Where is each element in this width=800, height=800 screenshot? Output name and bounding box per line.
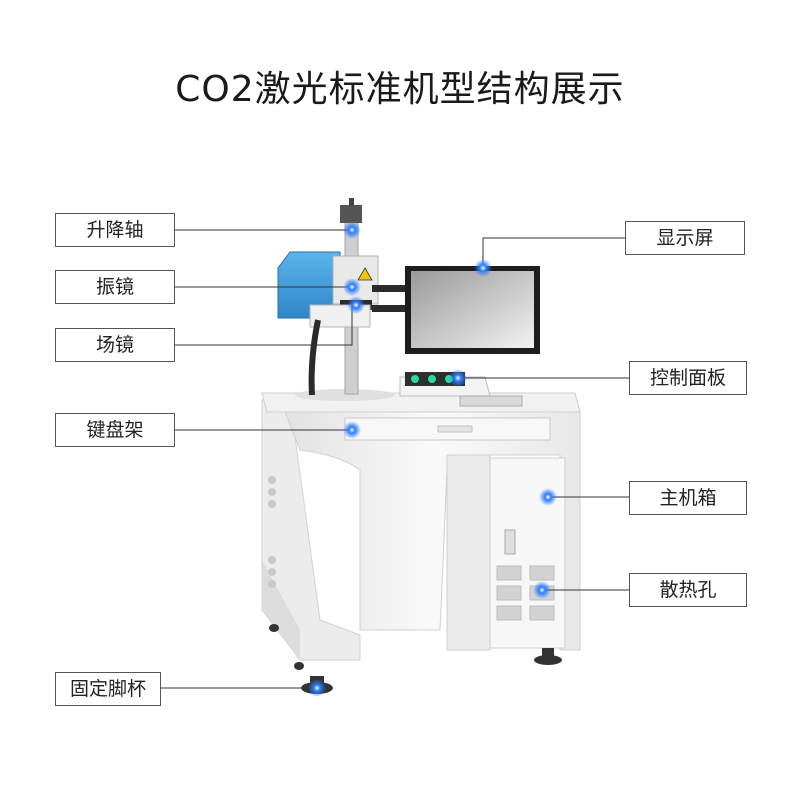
- marker-keyboard-tray: [343, 421, 361, 439]
- label-fixed-foot-cup: 固定脚杯: [55, 672, 161, 706]
- label-keyboard-tray: 键盘架: [55, 413, 175, 447]
- label-control-panel: 控制面板: [629, 361, 747, 395]
- marker-lift-axis: [343, 221, 361, 239]
- label-vent-holes: 散热孔: [629, 573, 747, 607]
- laser-head: [277, 251, 379, 328]
- marker-control-panel: [449, 369, 467, 387]
- marker-main-cabinet: [539, 488, 557, 506]
- fiber-cable: [308, 319, 321, 396]
- marker-foot-cup: [308, 679, 326, 697]
- marker-galvo: [343, 278, 361, 296]
- marker-field-lens: [347, 296, 365, 314]
- marker-display: [474, 259, 492, 277]
- monitor: [405, 266, 540, 354]
- page-title: CO2激光标准机型结构展示: [175, 69, 625, 110]
- label-galvo: 振镜: [55, 270, 175, 304]
- label-field-lens: 场镜: [55, 328, 175, 362]
- monitor-arm: [372, 285, 412, 292]
- leader-lines: [160, 229, 629, 689]
- marker-vent-holes: [533, 581, 551, 599]
- label-display: 显示屏: [625, 221, 745, 255]
- label-main-cabinet: 主机箱: [629, 481, 747, 515]
- side-vent-holes: [268, 476, 276, 588]
- label-lift-axis: 升降轴: [55, 213, 175, 247]
- work-plate: [295, 389, 395, 401]
- callout-markers: [308, 221, 557, 697]
